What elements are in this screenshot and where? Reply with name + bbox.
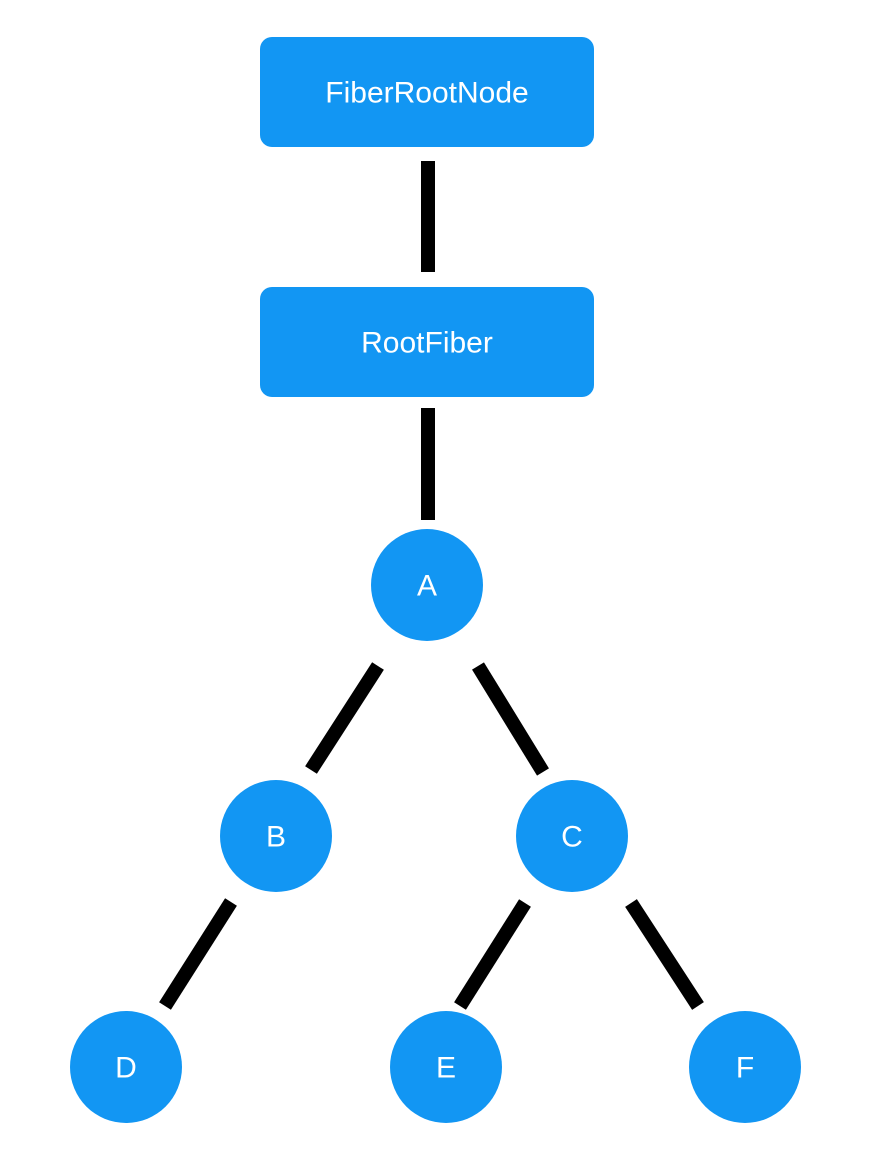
node-e-label: E	[436, 1052, 456, 1085]
node-d-circle	[70, 1011, 182, 1123]
node-f-label: F	[736, 1052, 754, 1085]
node-f-circle	[689, 1011, 801, 1123]
fiber-root-node-label: FiberRootNode	[325, 77, 528, 110]
node-a-label: A	[417, 570, 437, 603]
node-d: D	[70, 1011, 182, 1123]
edge-b-d	[159, 898, 237, 1010]
node-b: B	[220, 780, 332, 892]
fiber-root-node-box	[260, 37, 594, 147]
node-b-circle	[220, 780, 332, 892]
node-fiber-root-node: FiberRootNode	[260, 37, 594, 147]
node-b-label: B	[266, 821, 286, 854]
node-d-label: D	[115, 1052, 137, 1085]
node-c-label: C	[561, 821, 583, 854]
node-c-circle	[516, 780, 628, 892]
node-a-circle	[371, 529, 483, 641]
node-root-fiber: RootFiber	[260, 287, 594, 397]
edge-c-e	[454, 899, 531, 1010]
edge-a-b	[305, 662, 384, 774]
node-f: F	[689, 1011, 801, 1123]
root-fiber-label: RootFiber	[361, 327, 493, 360]
node-a: A	[371, 529, 483, 641]
root-fiber-box	[260, 287, 594, 397]
node-e-circle	[390, 1011, 502, 1123]
node-e: E	[390, 1011, 502, 1123]
edges	[159, 161, 704, 1010]
edge-a-c	[472, 662, 549, 776]
node-c: C	[516, 780, 628, 892]
edge-c-f	[625, 899, 704, 1010]
